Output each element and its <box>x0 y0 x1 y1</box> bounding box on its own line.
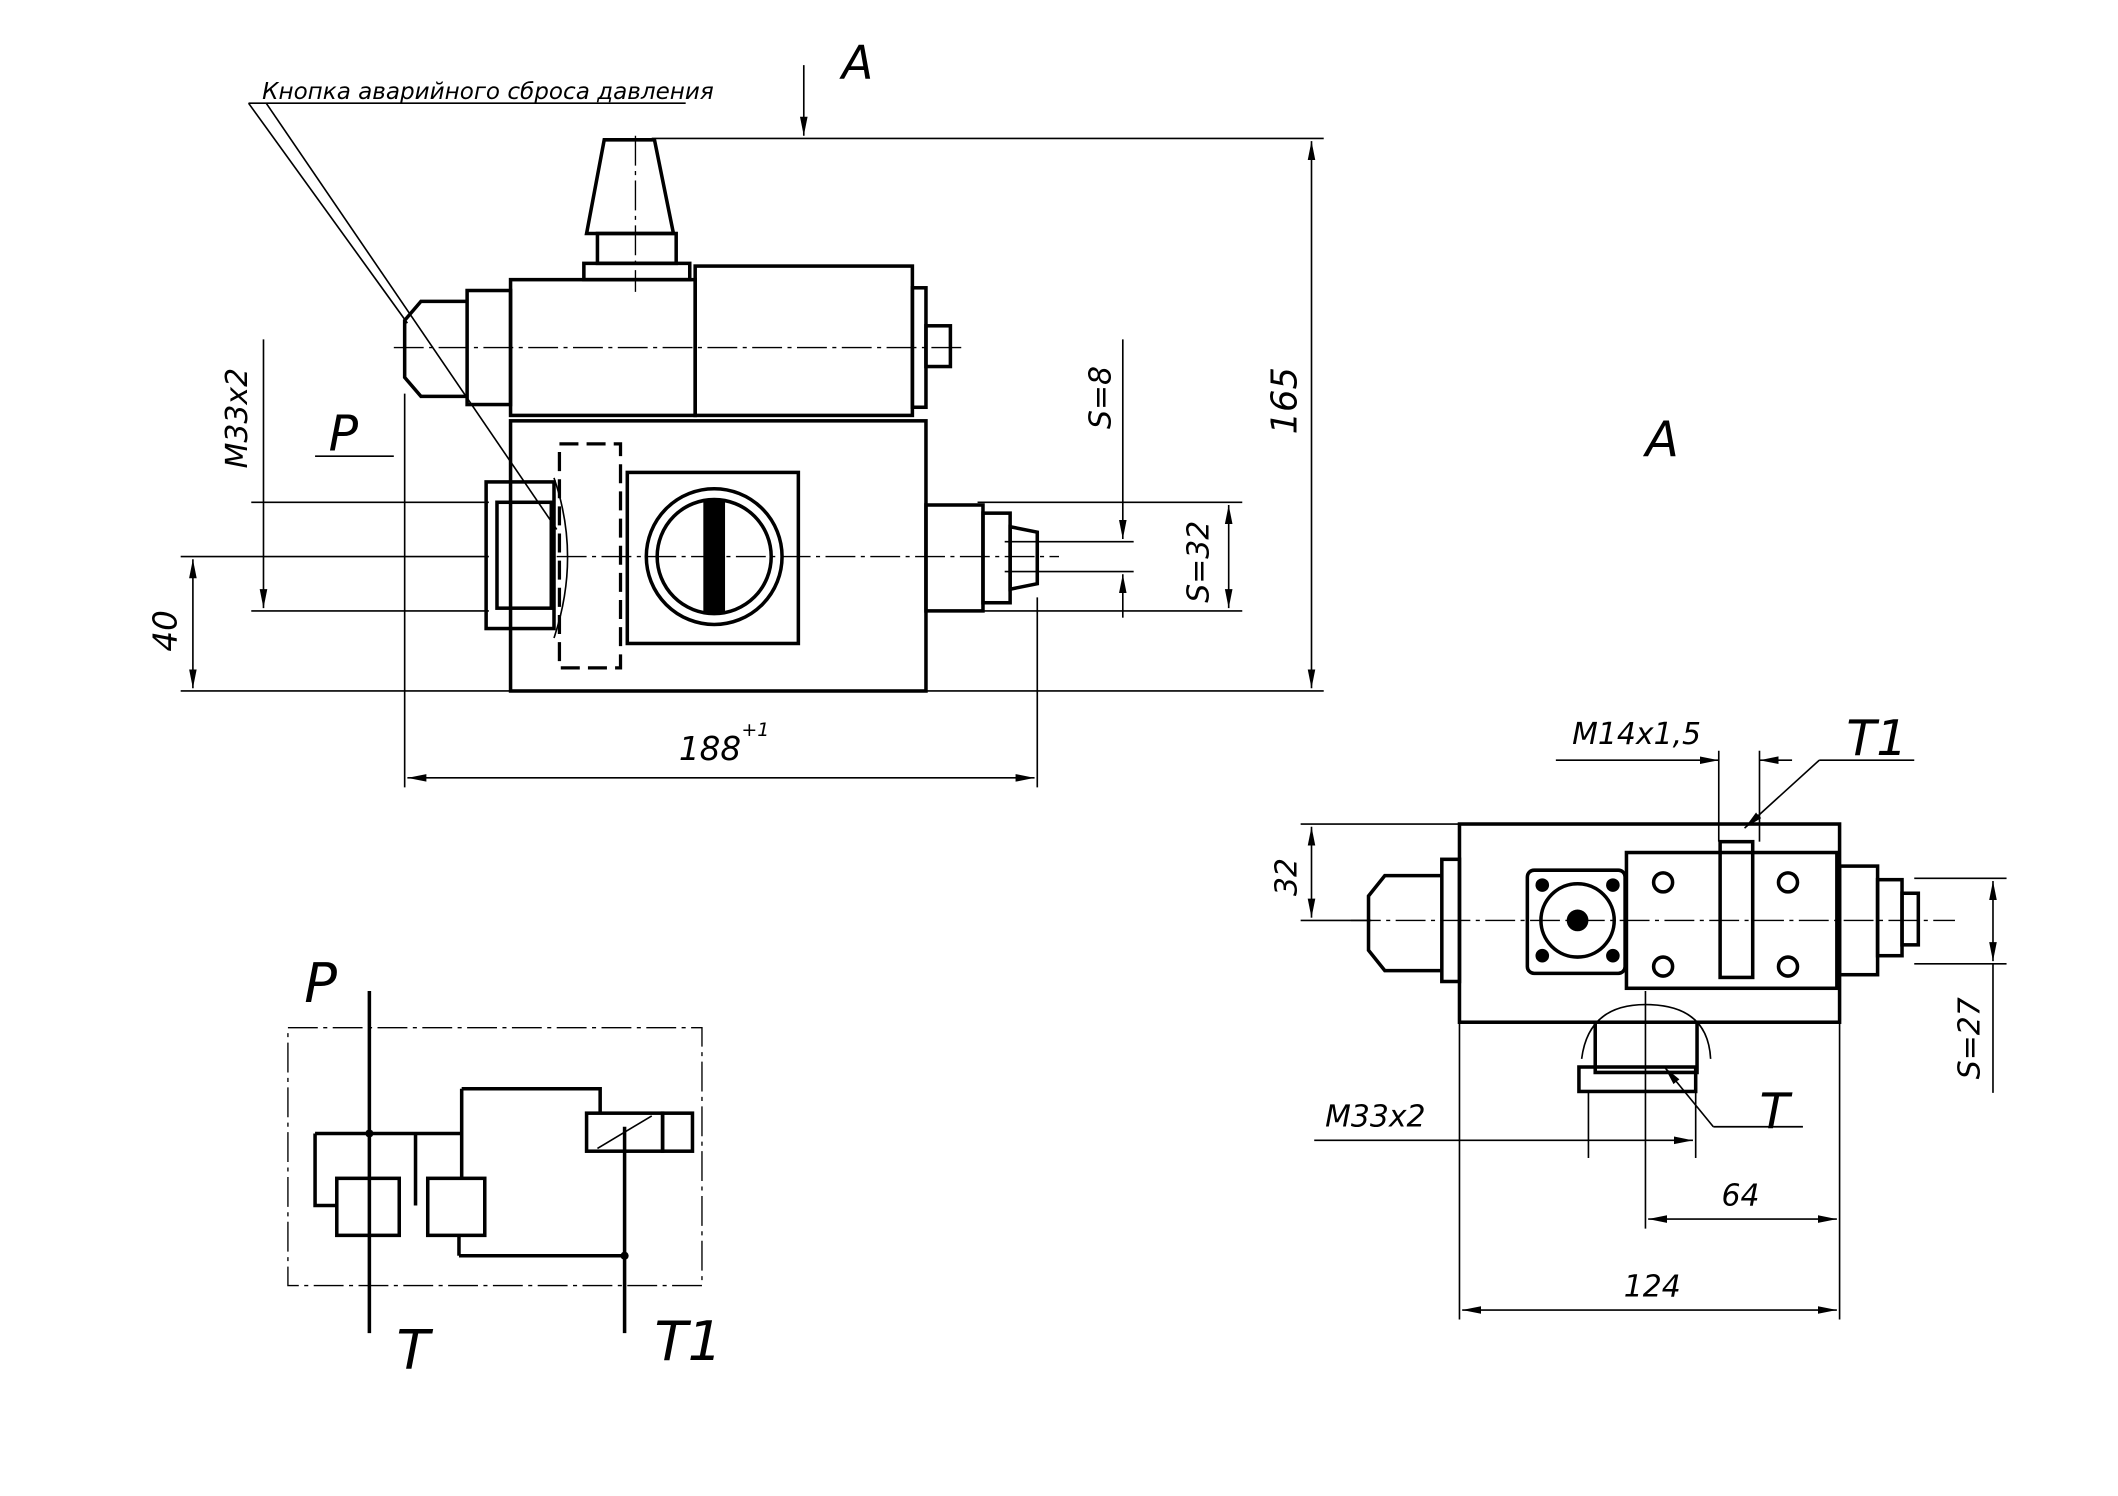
schematic-port-p: P <box>304 952 337 1015</box>
hydraulic-schematic: P T T1 <box>287 952 722 1381</box>
dim-m14: M14x1,5 <box>1572 717 1701 752</box>
dim-32-a: 32 <box>1270 858 1305 896</box>
port-t-label-a: T <box>1759 1083 1793 1140</box>
dim-s8: S=8 <box>1084 366 1119 429</box>
view-a: A 32 S=27 M14x1,5 T1 <box>1270 411 2007 1320</box>
schematic-port-t: T <box>397 1318 434 1381</box>
dim-165: 165 <box>1265 367 1306 434</box>
dim-m33-a: M33x2 <box>1325 1100 1425 1135</box>
dim-64: 64 <box>1721 1178 1759 1213</box>
view-a-title: A <box>1642 411 1678 468</box>
front-view: Кнопка аварийного сброса давления A <box>147 36 1324 788</box>
schematic-port-t1: T1 <box>654 1310 722 1373</box>
dim-124: 124 <box>1624 1269 1681 1304</box>
port-t1-label-a: T1 <box>1846 710 1907 767</box>
dim-188: 188 <box>679 730 741 768</box>
view-arrow-label: A <box>839 36 874 90</box>
dim-40: 40 <box>147 610 185 651</box>
port-p-label: P <box>329 406 359 463</box>
dim-188-tolerance: +1 <box>741 719 769 741</box>
dim-s27: S=27 <box>1952 997 1987 1079</box>
emergency-button-callout: Кнопка аварийного сброса давления <box>262 79 714 105</box>
dim-m33: M33x2 <box>220 368 255 468</box>
dim-s32: S=32 <box>1181 521 1216 603</box>
